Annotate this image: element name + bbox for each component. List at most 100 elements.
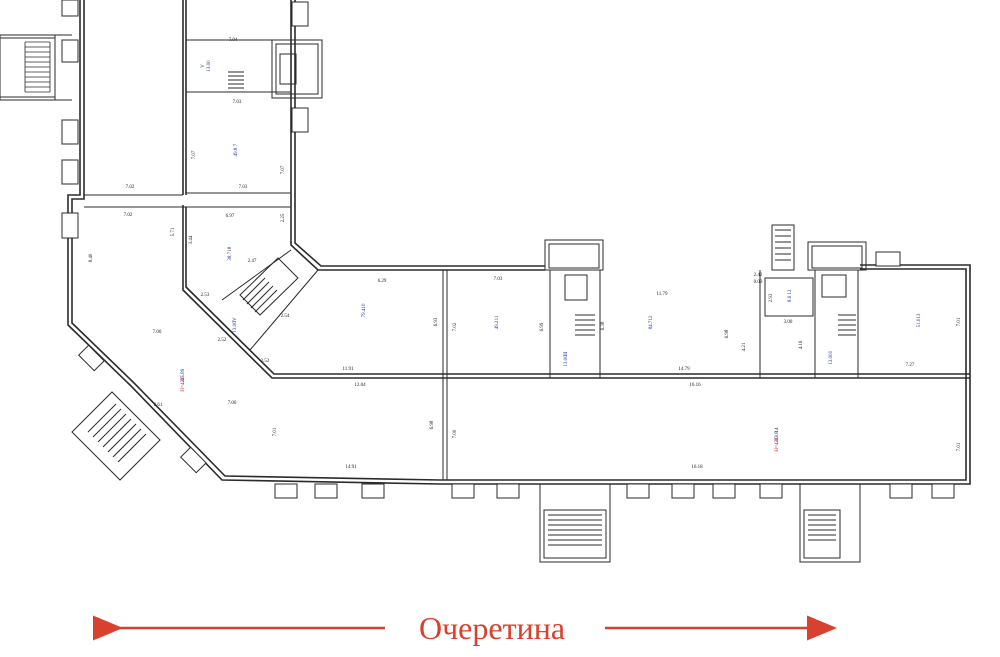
dim-label: 14.79 [678, 367, 690, 372]
room-area: 13.00 [564, 355, 569, 367]
room-label: 11 49.2 [495, 315, 500, 329]
room-area: 233.8 [775, 431, 780, 443]
stairwell-north-west [228, 39, 323, 99]
stair-south-center [539, 483, 611, 563]
room-id: 8 [228, 246, 233, 249]
room-id: 12 [788, 289, 793, 295]
room-label: V 13.00 [201, 60, 212, 72]
room-label: 8 38.71 [228, 246, 233, 260]
room-area: 225.8 [181, 371, 186, 383]
windows [61, 0, 955, 499]
dim-label: 2.25 [281, 213, 286, 222]
dim-label: 7.03 [494, 277, 503, 282]
room-area: 49.2 [495, 320, 500, 329]
room-id: 10 [362, 303, 367, 309]
dim-label: 7.01 [273, 427, 278, 436]
room-label: 14 233.8 Н=4.80 [775, 427, 780, 452]
room-id: 7 [234, 143, 239, 146]
room-label: III 13.00 [564, 351, 569, 366]
room-id: 13 [917, 313, 922, 319]
stairwell-east [771, 224, 867, 336]
room-label: 10 79.4 [362, 303, 367, 317]
dim-label: 5.71 [171, 227, 176, 236]
room-area: 13.00 [207, 60, 212, 72]
room-area: 8.6 [788, 295, 793, 302]
dim-label: 16.16 [689, 383, 701, 388]
dim-label: 7.00 [153, 330, 162, 335]
room-area: 13.00 [829, 353, 834, 365]
room-id: 11 [495, 315, 500, 320]
dim-label: 16.18 [691, 465, 703, 470]
stairwell-central [544, 239, 604, 336]
dim-label: 6.97 [226, 214, 235, 219]
dim-label: 14.91 [345, 465, 357, 470]
dim-label: 7.00 [228, 401, 237, 406]
dim-label: 6.99 [540, 322, 545, 331]
room-area: 51.0 [917, 318, 922, 327]
room-id: IV [233, 317, 238, 323]
room-area: 38.71 [228, 249, 233, 261]
dim-label: 3.44 [189, 235, 194, 244]
dim-label: 7.27 [906, 363, 915, 368]
room-labels: V 13.00 7 49.8 8 38.71 IV 13.00 10 79.4 … [181, 60, 922, 452]
stair-south-west [71, 391, 161, 481]
interior-walls [84, 39, 859, 480]
room-id: 14 [775, 427, 780, 433]
dim-label: 3.00 [784, 320, 793, 325]
room-id: V [201, 64, 206, 68]
dim-label: 7.02 [126, 185, 135, 190]
dim-label: 0.09 [754, 280, 763, 285]
room-label: 12 84.7 [649, 315, 654, 329]
room-id: III [564, 351, 569, 356]
dim-label: 4.16 [799, 340, 804, 349]
dim-label: 4.21 [742, 342, 747, 351]
dim-label: 7.02 [124, 213, 133, 218]
dim-label: 2.93 [769, 293, 774, 302]
dim-label: 6.93 [434, 317, 439, 326]
dim-label: 7.00 [453, 429, 458, 438]
dim-label: 2.52 [218, 338, 227, 343]
dim-label: 6.38 [601, 321, 606, 330]
room-label: 7 49.8 [234, 143, 239, 156]
dim-label: 7.04 [229, 38, 238, 43]
ceiling-height: Н=4.80 [181, 376, 186, 392]
dim-label: 7.02 [453, 322, 458, 331]
room-label: 12 8.6 [788, 289, 793, 302]
room-label: IV 13.00 [233, 317, 238, 333]
dim-label: 7.01 [957, 442, 962, 451]
stairwell-corner [239, 257, 299, 316]
dimension-labels: 7.04 7.03 7.07 7.07 7.03 7.02 7.02 6.97 … [89, 38, 962, 470]
dim-label: 6.29 [378, 279, 387, 284]
room-label: 13 51.0 [917, 313, 922, 327]
dim-label: 11.79 [656, 292, 668, 297]
dim-label: 6.98 [430, 420, 435, 429]
dim-label: 12.04 [354, 383, 366, 388]
dim-label: 11.91 [342, 367, 354, 372]
room-id: 12 [649, 315, 654, 321]
dim-label: 2.54 [281, 314, 290, 319]
dim-label: 7.07 [281, 165, 286, 174]
ceiling-height: Н=4.80 [775, 436, 780, 452]
room-area: 79.4 [362, 308, 367, 317]
dim-label: 2.42 [754, 273, 763, 278]
dim-label: 7.03 [233, 100, 242, 105]
street-annotation: Очеретина [93, 610, 837, 646]
room-label: I 13.00 [829, 351, 834, 365]
street-name: Очеретина [419, 610, 565, 646]
stair-north-west [0, 34, 72, 101]
dim-label: 2.53 [201, 293, 210, 298]
dim-label: 7.01 [957, 317, 962, 326]
dim-label: 2.61 [154, 403, 163, 408]
dim-label: 6.98 [725, 329, 730, 338]
dim-label: 2.47 [248, 259, 257, 264]
room-area: 49.8 [234, 147, 239, 156]
dim-label: 7.07 [192, 150, 197, 159]
stair-south-east [799, 483, 861, 563]
room-area: 84.7 [649, 320, 654, 329]
dim-label: 7.03 [239, 185, 248, 190]
room-label: 9 225.8 Н=4.80 [181, 368, 186, 391]
room-id: 9 [181, 368, 186, 371]
dim-label: 2.52 [261, 359, 270, 364]
room-id: I [829, 351, 834, 353]
